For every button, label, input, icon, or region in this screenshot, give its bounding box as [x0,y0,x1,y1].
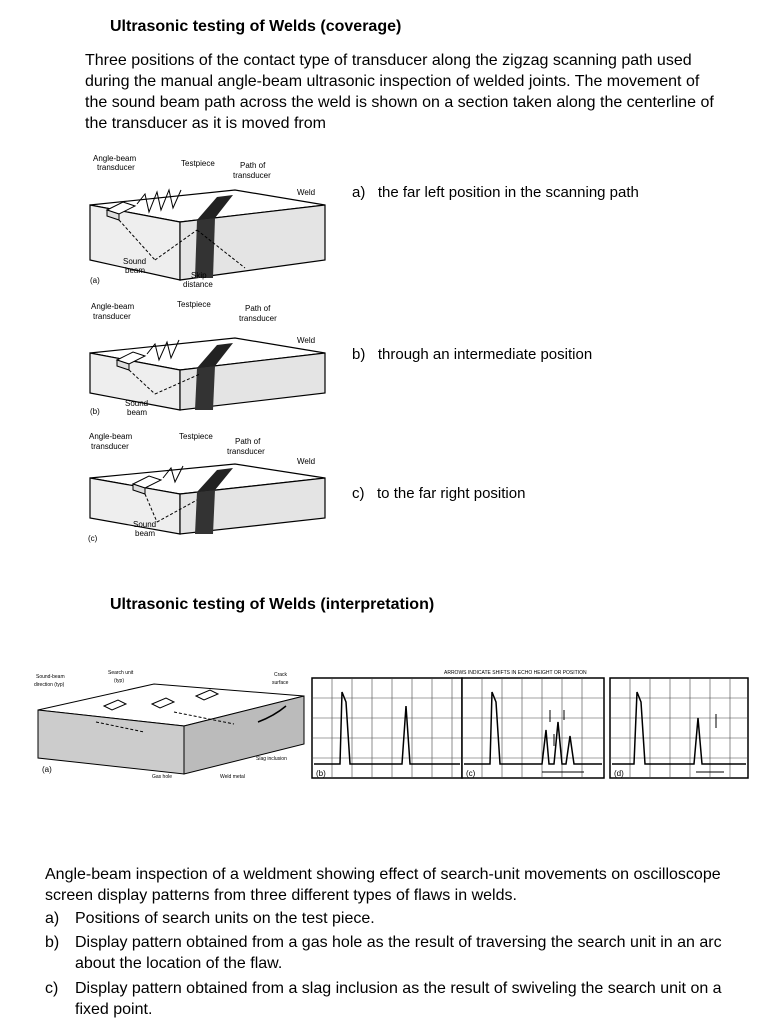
item-marker: c) [45,980,59,997]
label-sound: Sound [123,257,146,266]
label-path-2: transducer [227,447,265,456]
panel-label-c: (c) [466,769,476,778]
label-crack-2: surface [272,680,289,686]
item-marker: a) [45,910,60,927]
panel-label-b: (b) [316,769,326,778]
item-text: Positions of search units on the test pi… [75,910,375,927]
label-weld-metal: Weld metal [220,774,245,780]
label-sound-dir: Sound-beam [36,674,65,680]
caption-item-a: a) Positions of search units on the test… [45,908,735,929]
panel-label-d: (d) [614,769,624,778]
item-text: to the far right position [377,485,526,502]
scope-d: (d) [609,677,749,779]
label-weld: Weld [297,457,315,466]
item-text: through an intermediate position [377,346,593,363]
label-weld: Weld [297,188,315,197]
panel-label-a: (a) [90,276,100,285]
label-sound: Sound [133,520,156,529]
label-search-unit-2: (typ) [114,678,124,684]
label-sound-2: beam [127,408,147,417]
item-text: Display pattern obtained from a slag inc… [75,980,722,1018]
scope-c: (c) [461,677,605,779]
label-weld: Weld [297,336,315,345]
label-transducer: Angle-beam [93,154,136,163]
label-path: Path of [235,437,261,446]
scope-b: (b) [311,677,463,779]
label-transducer-2: transducer [91,442,129,451]
item-text: Display pattern obtained from a gas hole… [75,934,722,972]
label-testpiece: Testpiece [177,300,211,309]
label-path: Path of [245,304,271,313]
item-marker: a) [352,184,366,201]
item-marker: b) [45,934,60,951]
panel-label-c: (c) [88,534,98,543]
coverage-item-a: a) the far left position in the scanning… [352,184,639,201]
item-marker: c) [352,485,365,502]
label-gas: Gas hole [152,774,172,780]
coverage-item-b: b) through an intermediate position [352,346,592,363]
item-text: the far left position in the scanning pa… [377,184,639,201]
label-testpiece: Testpiece [181,159,215,168]
label-sound: Sound [125,399,148,408]
label-path-2: transducer [233,171,271,180]
figure-coverage-c: Angle-beam transducer Testpiece Path of … [88,432,326,543]
label-path-2: transducer [239,314,277,323]
label-transducer: Angle-beam [89,432,132,441]
figure-coverage-a: Angle-beam transducer Testpiece Path of … [89,154,326,289]
label-search-unit: Search unit [108,670,134,676]
label-sound-2: beam [125,266,145,275]
label-testpiece: Testpiece [179,432,213,441]
panel-label-a: (a) [42,765,52,774]
label-slag: Slag inclusion [256,756,287,762]
label-crack: Crack [274,672,288,678]
label-transducer-2: transducer [93,312,131,321]
label-skip: Skip [191,271,207,280]
caption-item-b: b) Display pattern obtained from a gas h… [45,932,735,974]
label-sound-2: beam [135,529,155,538]
panel-label-b: (b) [90,407,100,416]
figure-header: ARROWS INDICATE SHIFTS IN ECHO HEIGHT OR… [444,670,587,676]
caption-item-c: c) Display pattern obtained from a slag … [45,978,735,1020]
item-marker: b) [352,346,366,363]
label-transducer-2: transducer [97,163,135,172]
section-title-coverage: Ultrasonic testing of Welds (coverage) [110,18,402,35]
section-title-interpretation: Ultrasonic testing of Welds (interpretat… [110,596,435,613]
label-transducer: Angle-beam [91,302,134,311]
coverage-item-c: c) to the far right position [352,485,525,502]
label-sound-dir-2: direction (typ) [34,682,65,688]
coverage-paragraph: Three positions of the contact type of t… [85,52,714,132]
label-skip-2: distance [183,280,213,289]
figure-coverage-b: Angle-beam transducer Testpiece Path of … [89,300,326,417]
figure-interpretation: ARROWS INDICATE SHIFTS IN ECHO HEIGHT OR… [34,670,749,780]
interpretation-caption: Angle-beam inspection of a weldment show… [45,866,721,904]
label-path: Path of [240,161,266,170]
